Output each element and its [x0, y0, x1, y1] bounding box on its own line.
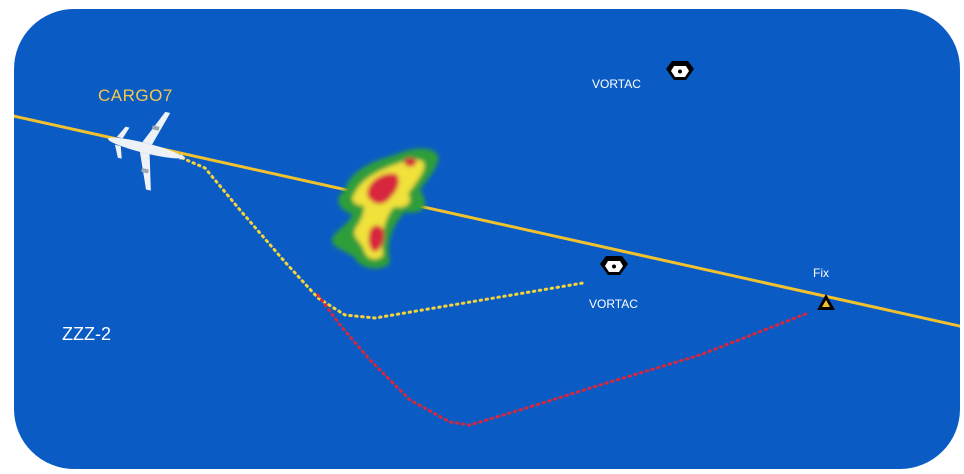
airplane-icon: [108, 111, 186, 191]
fix-label: Fix: [813, 266, 829, 280]
vortac-icon: [600, 256, 628, 275]
weather-cell-icon: [331, 148, 439, 269]
alternate-route: [316, 293, 810, 427]
vortac-icon: [666, 61, 694, 80]
vortac-label: VORTAC: [589, 297, 638, 311]
fix-triangle-icon: [817, 294, 835, 310]
planned-route: [180, 156, 585, 320]
sector-label: ZZZ-2: [62, 324, 111, 344]
vortac-label: VORTAC: [592, 77, 641, 91]
aircraft-callsign: CARGO7: [98, 86, 173, 105]
map-background: [14, 9, 960, 469]
